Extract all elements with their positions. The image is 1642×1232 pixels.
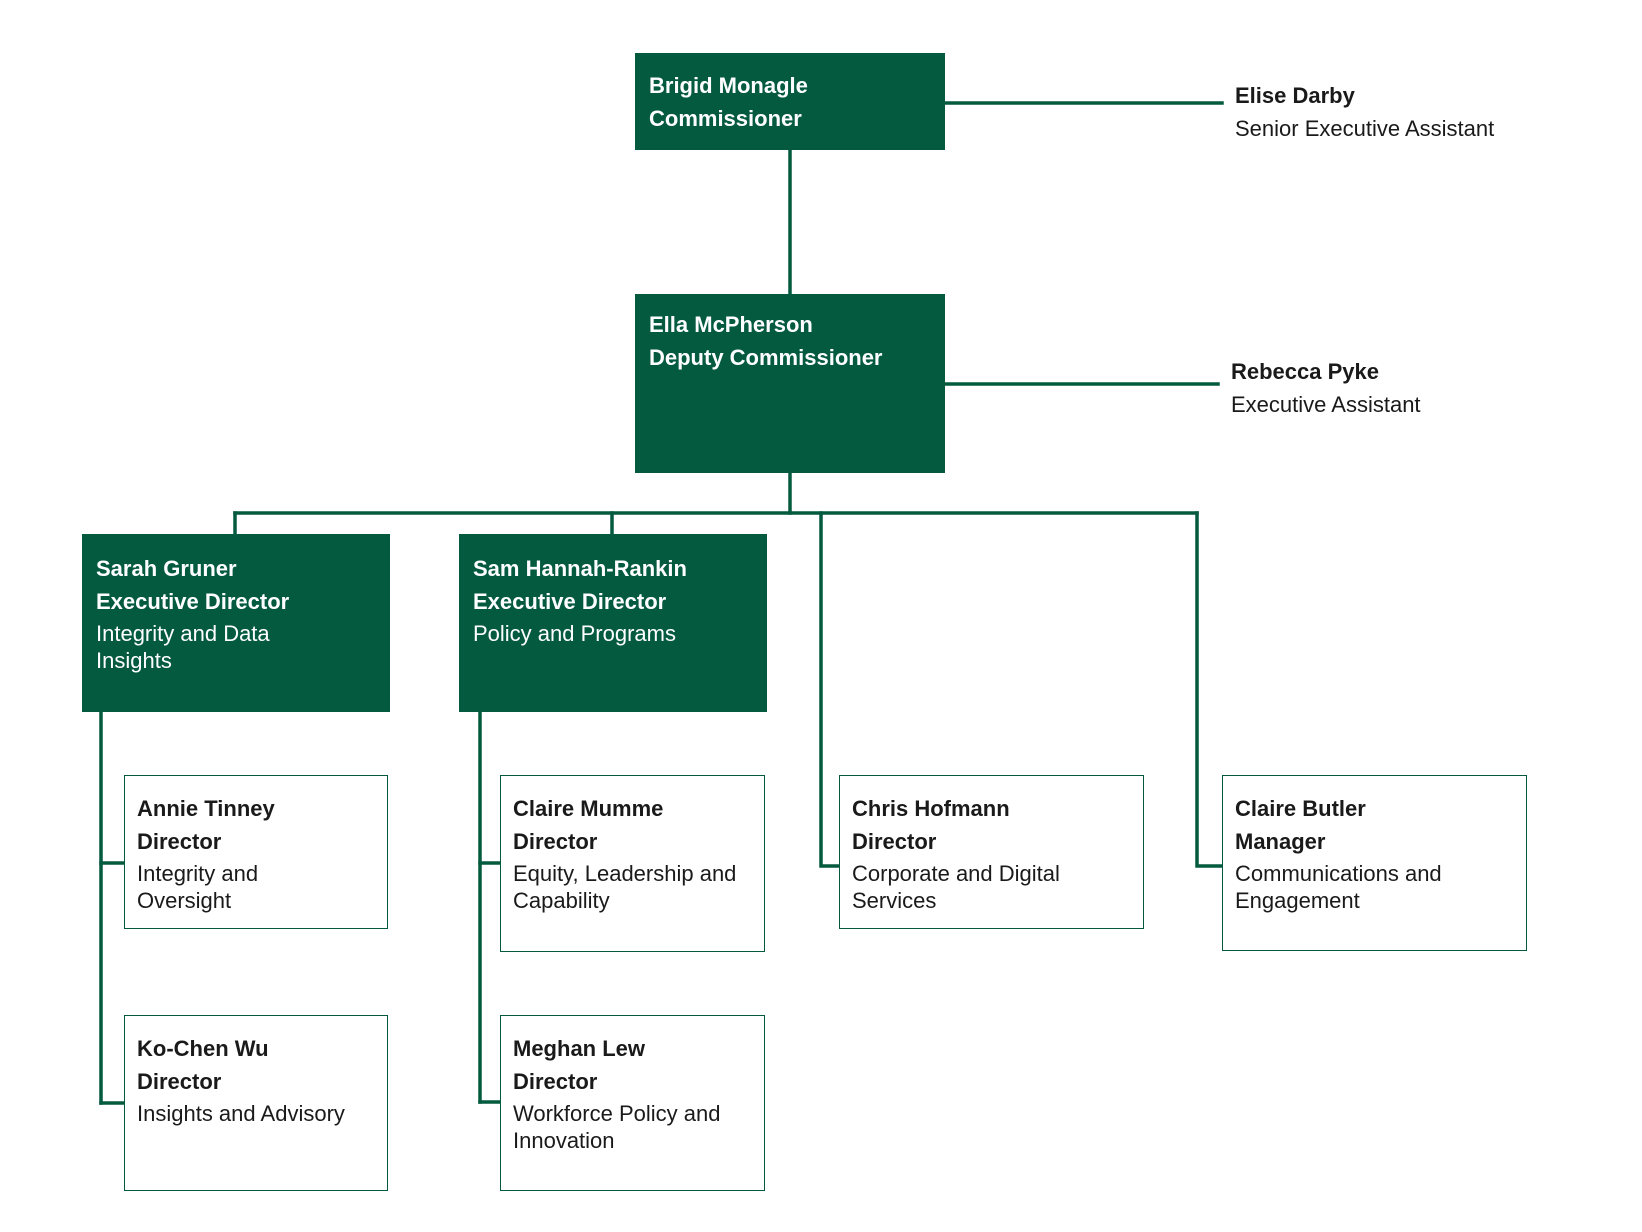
director-name: Chris Hofmann <box>852 796 1010 821</box>
manager-name: Claire Butler <box>1235 796 1366 821</box>
director-box: Ko-Chen Wu Director Insights and Advisor… <box>124 1015 388 1191</box>
deputy-assistant-role: Executive Assistant <box>1231 392 1421 417</box>
executive-role: Executive Director <box>473 589 667 614</box>
director-name: Claire Mumme <box>513 796 664 821</box>
executive-role: Executive Director <box>96 589 290 614</box>
director-unit: Integrity and Oversight <box>137 861 259 913</box>
director-role: Director <box>137 829 222 854</box>
director-unit: Corporate and Digital Services <box>852 861 1060 913</box>
executive-box: Sam Hannah-Rankin Executive Director Pol… <box>459 534 767 712</box>
deputy-assistant-name: Rebecca Pyke <box>1231 359 1379 384</box>
director-box: Meghan Lew Director Workforce Policy and… <box>500 1015 765 1191</box>
commissioner-role: Commissioner <box>649 106 802 131</box>
director-unit: Workforce Policy and Innovation <box>513 1101 721 1153</box>
director-box: Chris Hofmann Director Corporate and Dig… <box>839 775 1144 929</box>
executive-box: Sarah Gruner Executive Director Integrit… <box>82 534 390 712</box>
deputy-name: Ella McPherson <box>649 312 813 337</box>
executive-unit: Policy and Programs <box>473 621 676 646</box>
commissioner-name: Brigid Monagle <box>649 73 808 98</box>
manager-unit: Communications and Engagement <box>1235 861 1442 913</box>
director-role: Director <box>852 829 937 854</box>
commissioner-assistant-name: Elise Darby <box>1235 83 1355 108</box>
director-unit: Equity, Leadership and Capability <box>513 861 737 913</box>
executive-name: Sarah Gruner <box>96 556 237 581</box>
director-name: Ko-Chen Wu <box>137 1036 269 1061</box>
deputy-box: Ella McPherson Deputy Commissioner <box>635 294 945 473</box>
director-role: Director <box>137 1069 222 1094</box>
commissioner-box: Brigid Monagle Commissioner <box>635 53 945 150</box>
director-role: Director <box>513 829 598 854</box>
connector-drop-butler <box>1195 511 1224 868</box>
director-name: Meghan Lew <box>513 1036 646 1061</box>
executive-unit: Integrity and Data Insights <box>96 621 270 673</box>
director-box: Claire Mumme Director Equity, Leadership… <box>500 775 765 952</box>
director-box: Annie Tinney Director Integrity and Over… <box>124 775 388 929</box>
director-unit: Insights and Advisory <box>137 1101 345 1126</box>
connector-drop-hofmann <box>819 511 841 868</box>
deputy-role: Deputy Commissioner <box>649 345 883 370</box>
director-role: Director <box>513 1069 598 1094</box>
executive-name: Sam Hannah-Rankin <box>473 556 687 581</box>
deputy-assistant: Rebecca Pyke Executive Assistant <box>1231 355 1421 421</box>
commissioner-assistant: Elise Darby Senior Executive Assistant <box>1235 79 1494 145</box>
commissioner-assistant-role: Senior Executive Assistant <box>1235 116 1495 141</box>
manager-box: Claire Butler Manager Communications and… <box>1222 775 1527 951</box>
director-name: Annie Tinney <box>137 796 275 821</box>
manager-role: Manager <box>1235 829 1326 854</box>
